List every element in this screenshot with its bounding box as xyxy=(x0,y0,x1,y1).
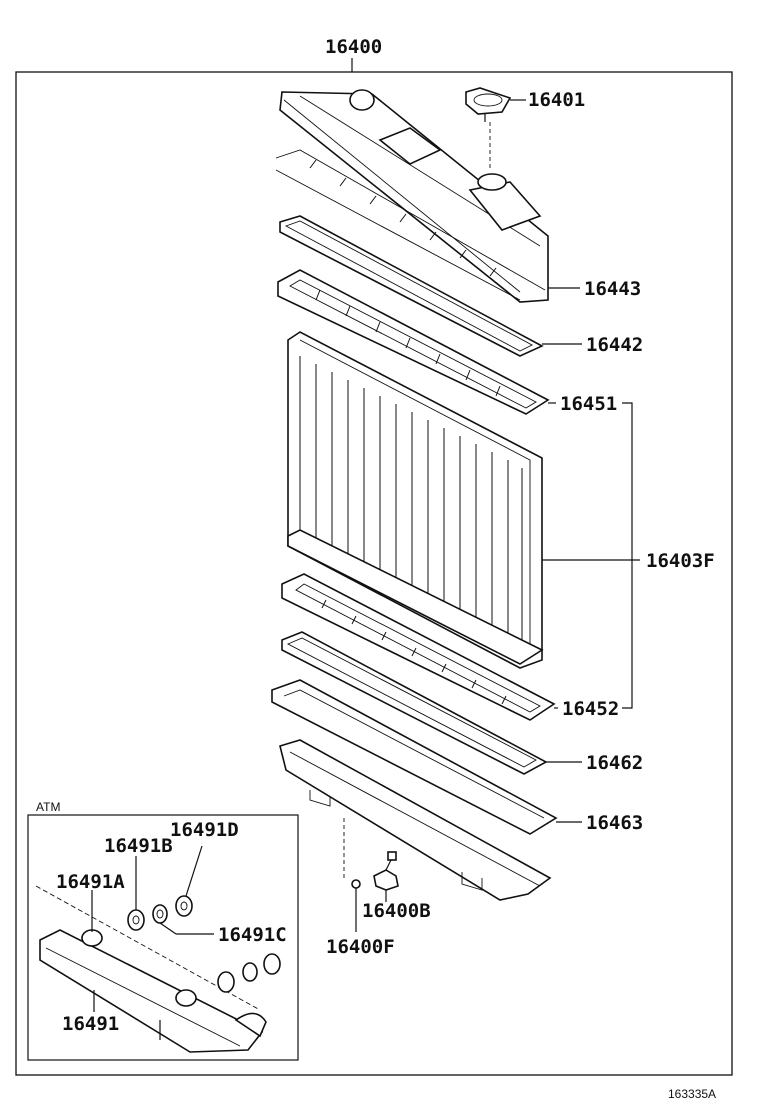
inset-title: ATM xyxy=(36,800,60,814)
callout-16451: 16451 xyxy=(560,393,617,415)
lower-plate xyxy=(281,573,556,721)
callout-16442: 16442 xyxy=(586,334,643,356)
callout-16401: 16401 xyxy=(528,89,585,111)
drain-cock xyxy=(373,851,399,902)
radiator-cap xyxy=(465,87,512,170)
callout-16491C: 16491C xyxy=(218,924,287,946)
group-bracket xyxy=(622,402,633,709)
callout-16403F: 16403F xyxy=(646,550,715,572)
lower-gasket xyxy=(281,631,548,775)
atm-inset-frame xyxy=(27,814,299,1061)
upper-tank xyxy=(275,89,549,303)
drain-plug xyxy=(343,818,361,932)
callout-16491D: 16491D xyxy=(170,819,239,841)
callout-16462: 16462 xyxy=(586,752,643,774)
callout-16491A: 16491A xyxy=(56,871,125,893)
callout-16491B: 16491B xyxy=(104,835,173,857)
callout-16463: 16463 xyxy=(586,812,643,834)
lower-tank xyxy=(271,679,558,901)
washers-nuts xyxy=(127,895,281,993)
figure-id: 163335A xyxy=(668,1087,716,1101)
upper-gasket xyxy=(279,215,544,357)
callout-16400F: 16400F xyxy=(326,936,395,958)
callout-16400B: 16400B xyxy=(362,900,431,922)
callout-16491: 16491 xyxy=(62,1013,119,1035)
callout-16452: 16452 xyxy=(562,698,619,720)
assembly-frame xyxy=(15,71,733,1076)
upper-plate xyxy=(277,269,550,415)
assembly-label: 16400 xyxy=(325,36,382,58)
oil-cooler xyxy=(35,885,267,1053)
callout-16443: 16443 xyxy=(584,278,641,300)
radiator-core xyxy=(287,331,544,669)
